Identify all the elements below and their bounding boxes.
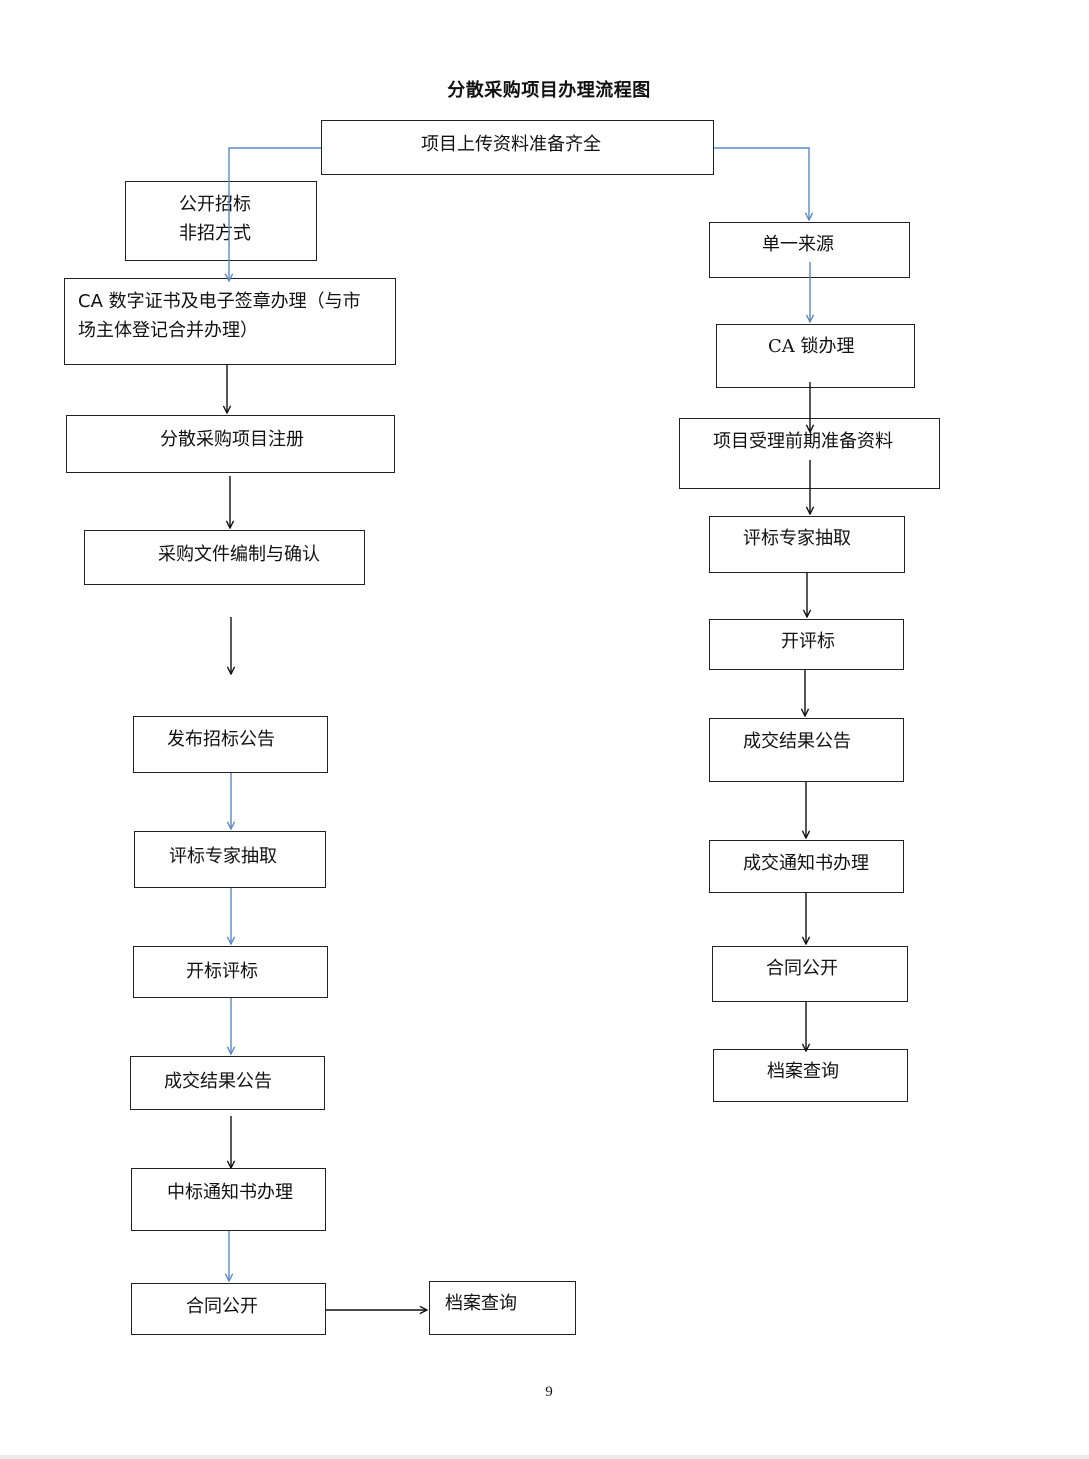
right-notice-label: 成交通知书办理 [743,853,869,874]
page-bottom-divider [0,1455,1089,1459]
left-contract-box: 合同公开 [131,1283,326,1335]
left-open-eval-box: 开标评标 [133,946,328,998]
page-number: 9 [545,1384,553,1400]
right-result-label: 成交结果公告 [743,731,851,752]
left-announce-label: 发布招标公告 [167,729,275,750]
right-prep-label: 项目受理前期准备资料 [713,431,893,452]
left-register-label: 分散采购项目注册 [160,429,304,450]
left-ca-line-1: CA 数字证书及电子签章办理（与市 [78,291,361,312]
right-open-eval-box: 开评标 [709,619,904,670]
right-archive-label: 档案查询 [767,1061,839,1082]
right-expert-box: 评标专家抽取 [709,516,905,573]
right-notice-box: 成交通知书办理 [709,840,904,893]
left-method-box: 公开招标 非招方式 [125,181,317,261]
left-announce-box: 发布招标公告 [133,716,328,773]
left-ca-line-2: 场主体登记合并办理） [78,320,258,341]
left-method-line-1: 公开招标 [179,194,251,215]
left-doc-prep-box: 采购文件编制与确认 [84,530,365,585]
left-archive-label: 档案查询 [445,1293,517,1314]
right-single-source-box: 单一来源 [709,222,910,278]
left-notice-box: 中标通知书办理 [131,1168,326,1231]
left-archive-box: 档案查询 [429,1281,576,1335]
left-open-eval-label: 开标评标 [186,961,258,982]
right-ca-lock-box: CA 锁办理 [716,324,915,388]
right-ca-lock-label: CA 锁办理 [768,336,855,357]
start-box-label: 项目上传资料准备齐全 [421,134,601,155]
left-ca-box: CA 数字证书及电子签章办理（与市 场主体登记合并办理） [64,278,396,365]
right-result-box: 成交结果公告 [709,718,904,782]
left-register-box: 分散采购项目注册 [66,415,395,473]
right-open-eval-label: 开评标 [781,631,835,652]
left-method-line-2: 非招方式 [179,223,251,244]
left-contract-label: 合同公开 [186,1296,258,1317]
right-archive-box: 档案查询 [713,1049,908,1102]
left-notice-label: 中标通知书办理 [167,1182,293,1203]
connector-start-to-right [714,147,809,220]
start-box: 项目上传资料准备齐全 [321,120,714,175]
left-result-label: 成交结果公告 [164,1071,272,1092]
right-contract-box: 合同公开 [712,946,908,1002]
left-expert-box: 评标专家抽取 [134,831,326,888]
right-single-source-label: 单一来源 [762,234,834,255]
left-doc-prep-label: 采购文件编制与确认 [158,544,320,565]
right-expert-label: 评标专家抽取 [743,528,851,549]
connector-start-to-left [229,147,321,281]
page-title: 分散采购项目办理流程图 [447,80,651,101]
left-result-box: 成交结果公告 [130,1056,325,1110]
left-expert-label: 评标专家抽取 [169,846,277,867]
right-contract-label: 合同公开 [766,958,838,979]
